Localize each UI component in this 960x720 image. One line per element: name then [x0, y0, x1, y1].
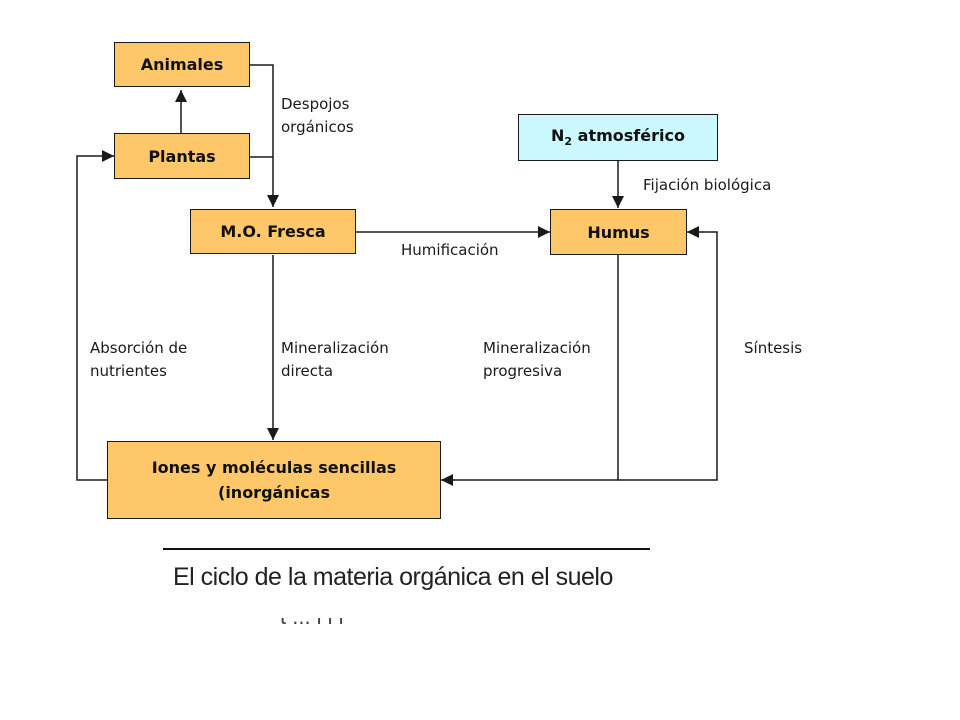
arrow-sintesis: [618, 226, 718, 481]
caption-cutoff-fragment: t ... l l l: [280, 618, 400, 628]
node-plantas-label: Plantas: [148, 146, 216, 166]
arrow-animales-mofresca: [250, 64, 279, 207]
caption-divider: [163, 548, 650, 550]
edge-label-fijacion: Fijación biológica: [643, 176, 772, 194]
edge-label-humificacion: Humificación: [401, 241, 499, 259]
node-humus: Humus: [550, 209, 687, 255]
node-mo-fresca: M.O. Fresca: [190, 209, 356, 254]
caption-cutoff-text: t ... l l l: [280, 618, 344, 628]
arrow-absorcion: [76, 150, 114, 481]
node-mo-fresca-label: M.O. Fresca: [220, 222, 326, 241]
node-animales-label: Animales: [140, 55, 224, 74]
figure-caption: El ciclo de la materia orgánica en el su…: [173, 563, 613, 591]
node-iones: Iones y moléculas sencillas (inorgánicas: [107, 441, 441, 519]
node-iones-line2: (inorgánicas: [218, 483, 330, 502]
edge-label-sintesis: Síntesis: [744, 339, 803, 357]
edge-label-min-progresiva: Mineralización progresiva: [483, 339, 591, 380]
node-iones-line1: Iones y moléculas sencillas: [151, 458, 397, 477]
edge-label-min-directa: Mineralización directa: [281, 339, 389, 380]
node-plantas: Plantas: [114, 133, 250, 179]
node-humus-label: Humus: [587, 222, 650, 242]
node-n2-atmosferico: N2 atmosférico: [518, 114, 718, 161]
edge-label-despojos: Despojos orgánicos: [281, 95, 354, 136]
edge-label-absorcion: Absorción de nutrientes: [90, 339, 188, 380]
node-n2-label: N2 atmosférico: [551, 126, 685, 149]
node-animales: Animales: [114, 42, 250, 87]
